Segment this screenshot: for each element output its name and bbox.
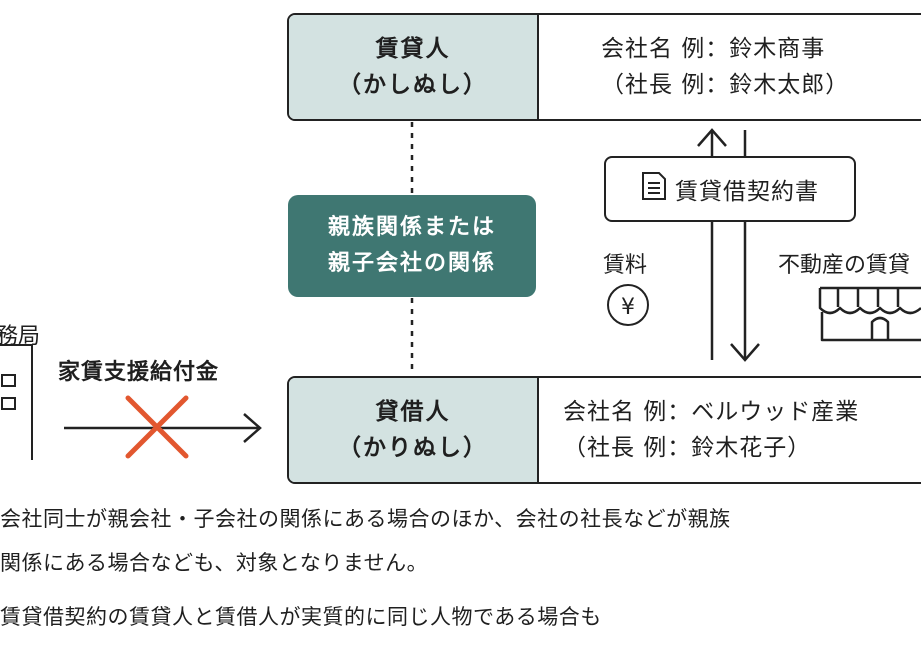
subsidy-arrow	[64, 413, 262, 443]
property-label: 不動産の賃貸	[778, 253, 911, 278]
lessor-company: 会社名 例：鈴木商事	[601, 36, 826, 62]
relationship-line1: 親族関係または	[327, 215, 496, 240]
note-line-3: 賃貸借契約の賃貸人と賃借人が実質的に同じ人物である場合も	[0, 605, 602, 629]
lessor-role-title: 賃貸人	[375, 36, 451, 62]
relationship-badge: 親族関係または 親子会社の関係	[288, 195, 536, 297]
rent-label: 賃料	[603, 253, 648, 278]
lessee-company: 会社名 例：ベルウッド産業	[563, 399, 860, 425]
lessor-president: （社長 例：鈴木太郎）	[601, 72, 850, 98]
office-label: 務局	[0, 324, 41, 349]
lessee-role: 貸借人 （かりぬし）	[289, 378, 539, 482]
document-icon	[641, 171, 667, 207]
lessee-president: （社長 例：鈴木花子）	[563, 435, 812, 461]
lessee-role-reading: （かりぬし）	[338, 435, 488, 461]
lessee-role-title: 貸借人	[375, 399, 451, 425]
lessor-role-reading: （かしぬし）	[338, 72, 488, 98]
lessor-info: 会社名 例：鈴木商事 （社長 例：鈴木太郎）	[539, 15, 921, 119]
cross-icon	[125, 395, 189, 459]
lessor-box: 賃貸人 （かしぬし） 会社名 例：鈴木商事 （社長 例：鈴木太郎）	[287, 13, 921, 121]
relationship-line2: 親子会社の関係	[327, 251, 496, 276]
lessor-role: 賃貸人 （かしぬし）	[289, 15, 539, 119]
yen-symbol: ¥	[621, 295, 635, 320]
yen-icon: ¥	[607, 284, 649, 326]
shop-icon	[818, 286, 921, 342]
subsidy-label: 家賃支援給付金	[58, 360, 220, 385]
contract-label: 賃貸借契約書	[675, 179, 819, 205]
lessee-box: 貸借人 （かりぬし） 会社名 例：ベルウッド産業 （社長 例：鈴木花子）	[287, 376, 921, 484]
lessee-info: 会社名 例：ベルウッド産業 （社長 例：鈴木花子）	[539, 378, 921, 482]
building-icon	[0, 344, 33, 460]
note-line-1: 会社同士が親会社・子会社の関係にある場合のほか、会社の社長などが親族	[0, 507, 731, 531]
note-line-2: 関係にある場合なども、対象となりません。	[0, 551, 429, 575]
contract-box: 賃貸借契約書	[604, 156, 856, 222]
